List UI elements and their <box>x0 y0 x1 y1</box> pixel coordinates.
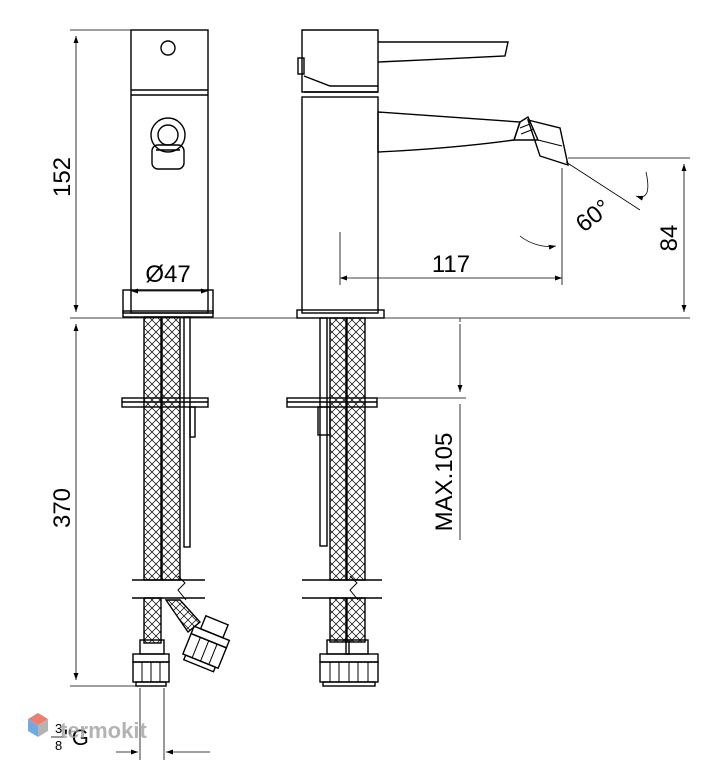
dimension-lines <box>70 29 690 760</box>
dim-height-body: 152 <box>49 157 76 197</box>
thread-label: 3 8 "G <box>51 721 89 753</box>
dim-spray-angle: 60° <box>571 194 616 238</box>
front-hose-right <box>161 316 181 581</box>
dim-diameter: Ø47 <box>145 261 190 288</box>
front-hose-left <box>143 316 162 581</box>
front-fitting-left <box>132 639 170 687</box>
side-view <box>286 29 569 687</box>
front-view <box>121 29 231 687</box>
watermark-text: termokit <box>60 718 147 743</box>
front-handle-hole <box>160 40 176 56</box>
thread-suffix: "G <box>64 725 89 750</box>
front-pull-knob <box>150 117 186 170</box>
front-base-plate <box>122 289 214 314</box>
side-fittings <box>319 639 379 687</box>
dim-spout-height: 84 <box>656 225 683 252</box>
side-base-plate <box>296 309 385 319</box>
thread-numerator: 3 <box>55 721 62 736</box>
watermark-logo: termokit <box>28 713 147 743</box>
side-hose-left <box>329 317 347 581</box>
side-lever-handle <box>297 29 509 93</box>
dim-spout-reach: 117 <box>432 251 470 278</box>
side-faucet-body <box>301 96 379 314</box>
thread-denominator: 8 <box>55 738 62 753</box>
side-hose-right <box>346 317 366 581</box>
front-fitting-right <box>181 614 231 673</box>
side-spout <box>377 111 569 167</box>
dim-max-thickness: MAX.105 <box>431 433 458 532</box>
dim-height-hoses: 370 <box>49 488 76 528</box>
cube-icon <box>28 713 48 737</box>
